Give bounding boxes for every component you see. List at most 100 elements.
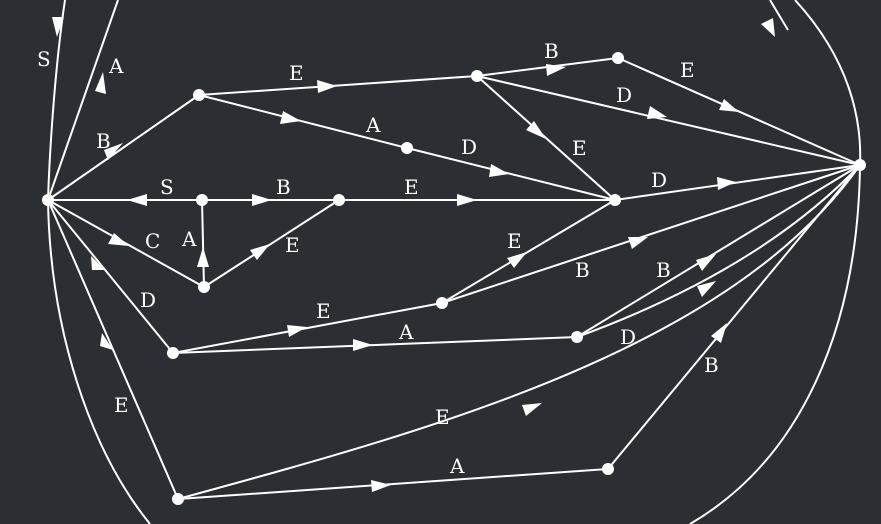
edge-n1-n2 (198, 75, 478, 96)
arrowhead (250, 244, 270, 260)
edge-n12-n13 (177, 468, 609, 500)
edge-n2-n7 (476, 75, 616, 201)
arrowhead (287, 325, 307, 337)
edge-label-e09: D (651, 168, 667, 192)
edge-label-e22: D (620, 325, 636, 349)
edge-n13-end (607, 164, 861, 470)
arrowhead (127, 194, 147, 206)
arrowhead (489, 164, 509, 177)
edge-label-e02: E (289, 61, 304, 85)
arrowhead (696, 254, 716, 271)
arrowhead (697, 281, 716, 297)
edge-n2-end (476, 75, 861, 166)
edge-label-e11: B (276, 175, 291, 199)
edge-outer-right-arc (689, 0, 862, 524)
node-n1 (193, 89, 205, 101)
edge-n7-end (614, 164, 861, 201)
arrowhead (522, 403, 542, 416)
edge-label-e17: E (316, 299, 331, 323)
edge-label-e26: B (704, 353, 719, 377)
node-n4 (401, 142, 413, 154)
edge-outer-left-arc (47, 199, 151, 524)
arrowhead (507, 252, 527, 268)
arrowhead (317, 80, 337, 93)
edge-n8-n5 (201, 199, 205, 288)
arrowhead (717, 177, 736, 190)
arrowhead (711, 323, 727, 343)
edge-label-e20: B (575, 258, 590, 282)
arrowhead (457, 194, 477, 206)
edge-label-e01: B (96, 129, 111, 153)
edge-label-e21: B (656, 258, 671, 282)
node-n3 (612, 52, 624, 64)
edge-n1-n4 (198, 94, 408, 149)
edge-label-e25: A (449, 454, 465, 478)
arrowhead (280, 111, 301, 124)
edge-start-n1 (47, 94, 200, 201)
edge-n12-end (177, 164, 861, 500)
arrowhead (647, 106, 667, 119)
edge-n4-n7 (406, 147, 616, 201)
edge-label-e19: E (507, 229, 522, 253)
arrowhead (108, 233, 129, 246)
edge-label-e07: E (572, 136, 587, 160)
arrowhead (526, 121, 546, 139)
node-n7 (609, 194, 621, 206)
arrowhead (95, 72, 106, 94)
node-start (42, 194, 54, 206)
arrowheads (52, 17, 775, 492)
edge-n9-n10 (172, 302, 443, 354)
edge-label-e14: A (181, 227, 197, 251)
edge-start-n9 (47, 199, 174, 354)
edge-label-e15: E (285, 233, 300, 257)
edge-label-e10: S (160, 175, 174, 199)
nodes (42, 52, 866, 505)
arrowhead (197, 247, 209, 267)
node-n13 (602, 463, 614, 475)
arrowhead (353, 339, 373, 351)
edge-start-n12 (47, 199, 179, 500)
arrowhead (100, 333, 113, 350)
node-end (854, 159, 866, 171)
node-n8 (198, 281, 210, 293)
edge-n8-n6 (203, 199, 340, 288)
edge-label-e28: S (37, 47, 51, 71)
arrowhead (91, 256, 105, 270)
node-n5 (196, 194, 208, 206)
edge-n10-n7 (441, 199, 616, 304)
edge-label-e12: E (404, 175, 419, 199)
node-n12 (172, 493, 184, 505)
edge-label-e18: A (398, 320, 414, 344)
node-n9 (167, 347, 179, 359)
edge-n3-end (617, 57, 861, 166)
arrowhead (719, 99, 739, 112)
edge-n11-end-b (576, 164, 861, 338)
arrowhead (252, 194, 272, 206)
edge-label-e03: A (365, 113, 381, 137)
arrowhead (52, 17, 64, 37)
node-n11 (571, 331, 583, 343)
arrowhead (761, 18, 775, 37)
node-n2 (471, 70, 483, 82)
edge-labels: B E A B E D E D D S B E C A E D E A E B … (37, 39, 719, 478)
edge-label-e05: E (680, 58, 695, 82)
edge-start-top-a (47, 0, 119, 201)
arrowhead (371, 480, 391, 492)
node-n10 (436, 297, 448, 309)
edge-label-e24: E (435, 405, 450, 429)
arrowhead (628, 237, 648, 249)
arrowhead (104, 143, 123, 160)
edge-n11-end-d (576, 164, 861, 338)
edge-top-right-arc (769, 0, 789, 31)
node-n6 (333, 194, 345, 206)
edge-label-e13: C (145, 229, 160, 253)
arrowhead (546, 64, 566, 76)
edge-label-e27: A (108, 54, 124, 78)
edge-label-e08: D (461, 135, 477, 159)
edge-n10-end (441, 164, 861, 304)
edge-label-e06: D (616, 83, 632, 107)
edge-n9-n11 (172, 336, 578, 354)
